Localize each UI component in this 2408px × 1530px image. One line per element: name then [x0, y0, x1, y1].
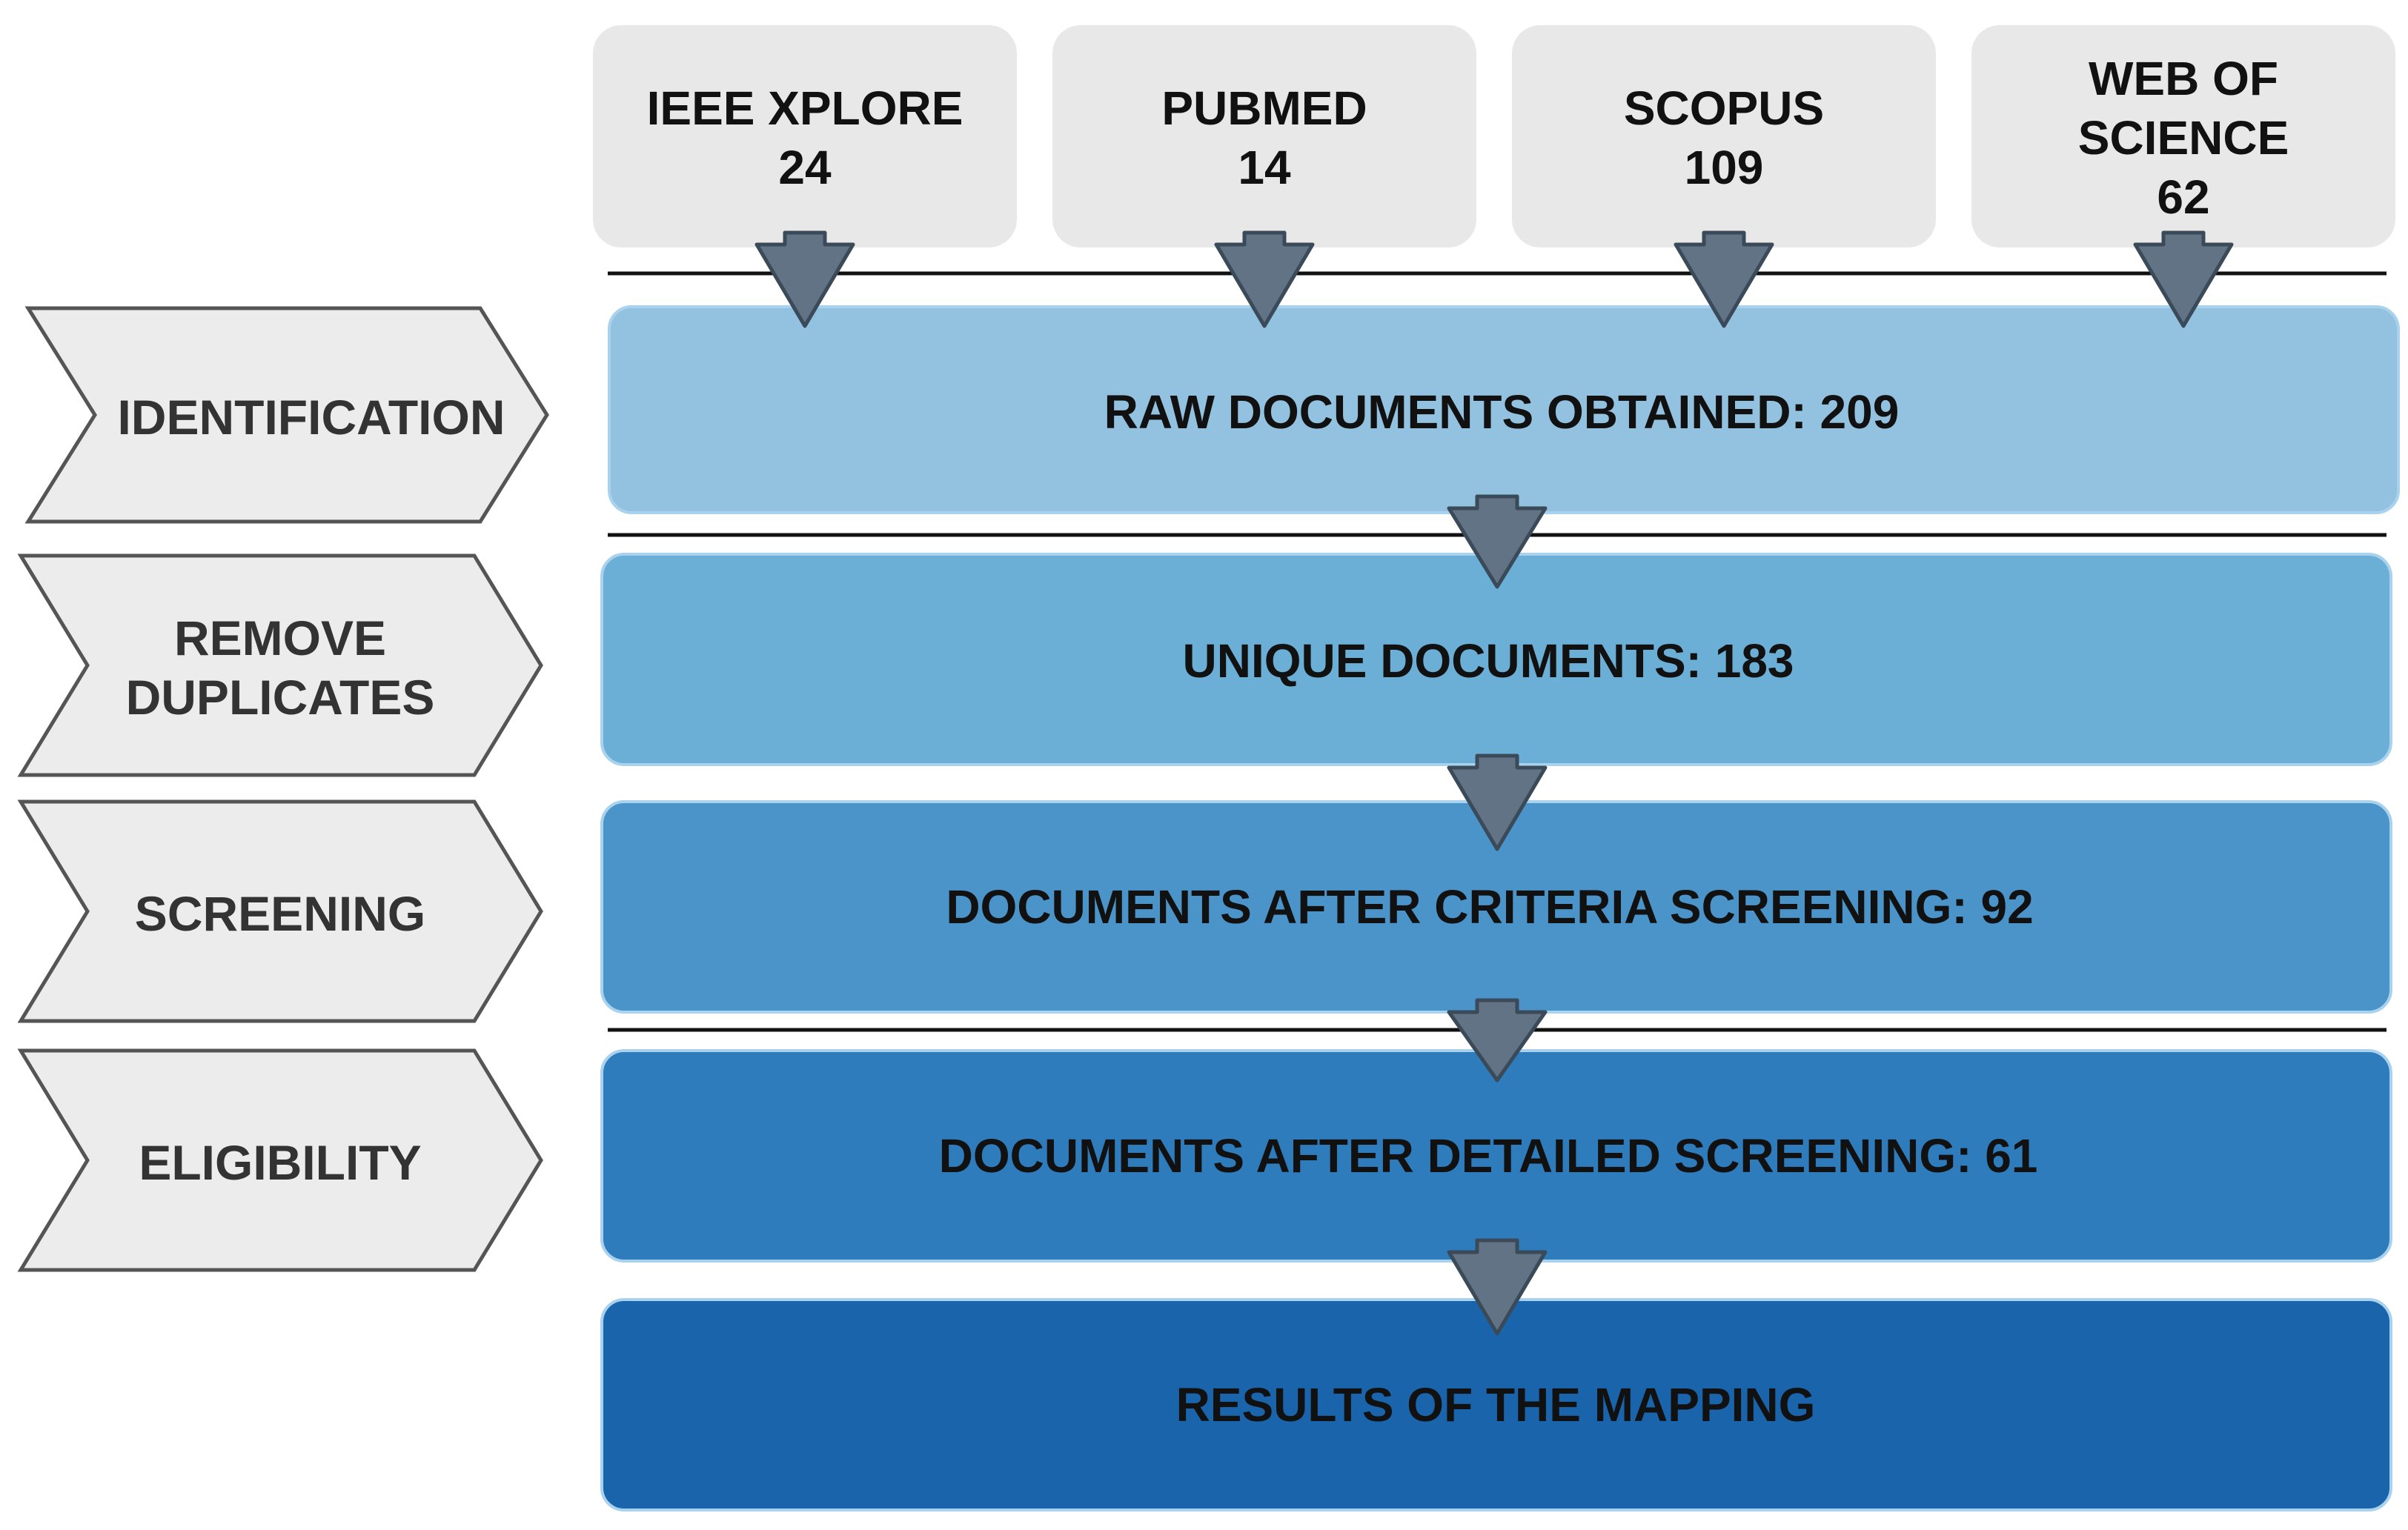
down-arrow-icon: [1214, 230, 1315, 328]
result-mapping: RESULTS OF THE MAPPING: [600, 1298, 2392, 1511]
source-name: SCOPUS: [1624, 82, 1824, 135]
source-box-web-of-science: WEB OF SCIENCE 62: [1971, 25, 2395, 247]
down-arrow-icon: [1447, 754, 1548, 851]
source-name: IEEE XPLORE: [647, 82, 963, 135]
stage-label: IDENTIFICATION: [117, 390, 505, 445]
result-label: RESULTS OF THE MAPPING: [1176, 1378, 1816, 1431]
down-arrow-icon: [1447, 1238, 1548, 1336]
result-label: DOCUMENTS AFTER DETAILED SCREENING: 61: [939, 1129, 2038, 1183]
source-box-ieee: IEEE XPLORE 24: [593, 25, 1017, 247]
down-arrow-icon: [754, 230, 855, 328]
result-label: RAW DOCUMENTS OBTAINED: 209: [1104, 385, 1900, 439]
down-arrow-icon: [1674, 230, 1774, 328]
stage-identification: IDENTIFICATION: [24, 306, 549, 524]
source-count: 14: [1238, 141, 1291, 194]
source-name: WEB OF: [2089, 52, 2278, 105]
result-raw-documents: RAW DOCUMENTS OBTAINED: 209: [608, 305, 2400, 514]
source-count: 109: [1685, 141, 1764, 194]
stage-label: SCREENING: [135, 886, 425, 941]
source-box-scopus: SCOPUS 109: [1512, 25, 1936, 247]
source-name: PUBMED: [1161, 82, 1367, 135]
stage-remove-duplicates: REMOVE DUPLICATES: [17, 553, 543, 777]
source-count: 62: [2157, 170, 2209, 224]
down-arrow-icon: [1447, 998, 1548, 1082]
down-arrow-icon: [2133, 230, 2234, 328]
stage-eligibility: ELIGIBILITY: [17, 1048, 543, 1272]
source-box-pubmed: PUBMED 14: [1052, 25, 1476, 247]
stage-label: REMOVE: [174, 611, 386, 665]
stage-label-line2: DUPLICATES: [126, 670, 435, 725]
stage-screening: SCREENING: [17, 799, 543, 1023]
source-name-line2: SCIENCE: [2078, 111, 2289, 164]
down-arrow-icon: [1447, 494, 1548, 589]
stage-label: ELIGIBILITY: [139, 1135, 421, 1190]
result-label: DOCUMENTS AFTER CRITERIA SCREENING: 92: [946, 880, 2033, 934]
result-label: UNIQUE DOCUMENTS: 183: [1183, 634, 1794, 688]
result-detailed-screening: DOCUMENTS AFTER DETAILED SCREENING: 61: [600, 1049, 2392, 1263]
source-count: 24: [778, 141, 832, 194]
